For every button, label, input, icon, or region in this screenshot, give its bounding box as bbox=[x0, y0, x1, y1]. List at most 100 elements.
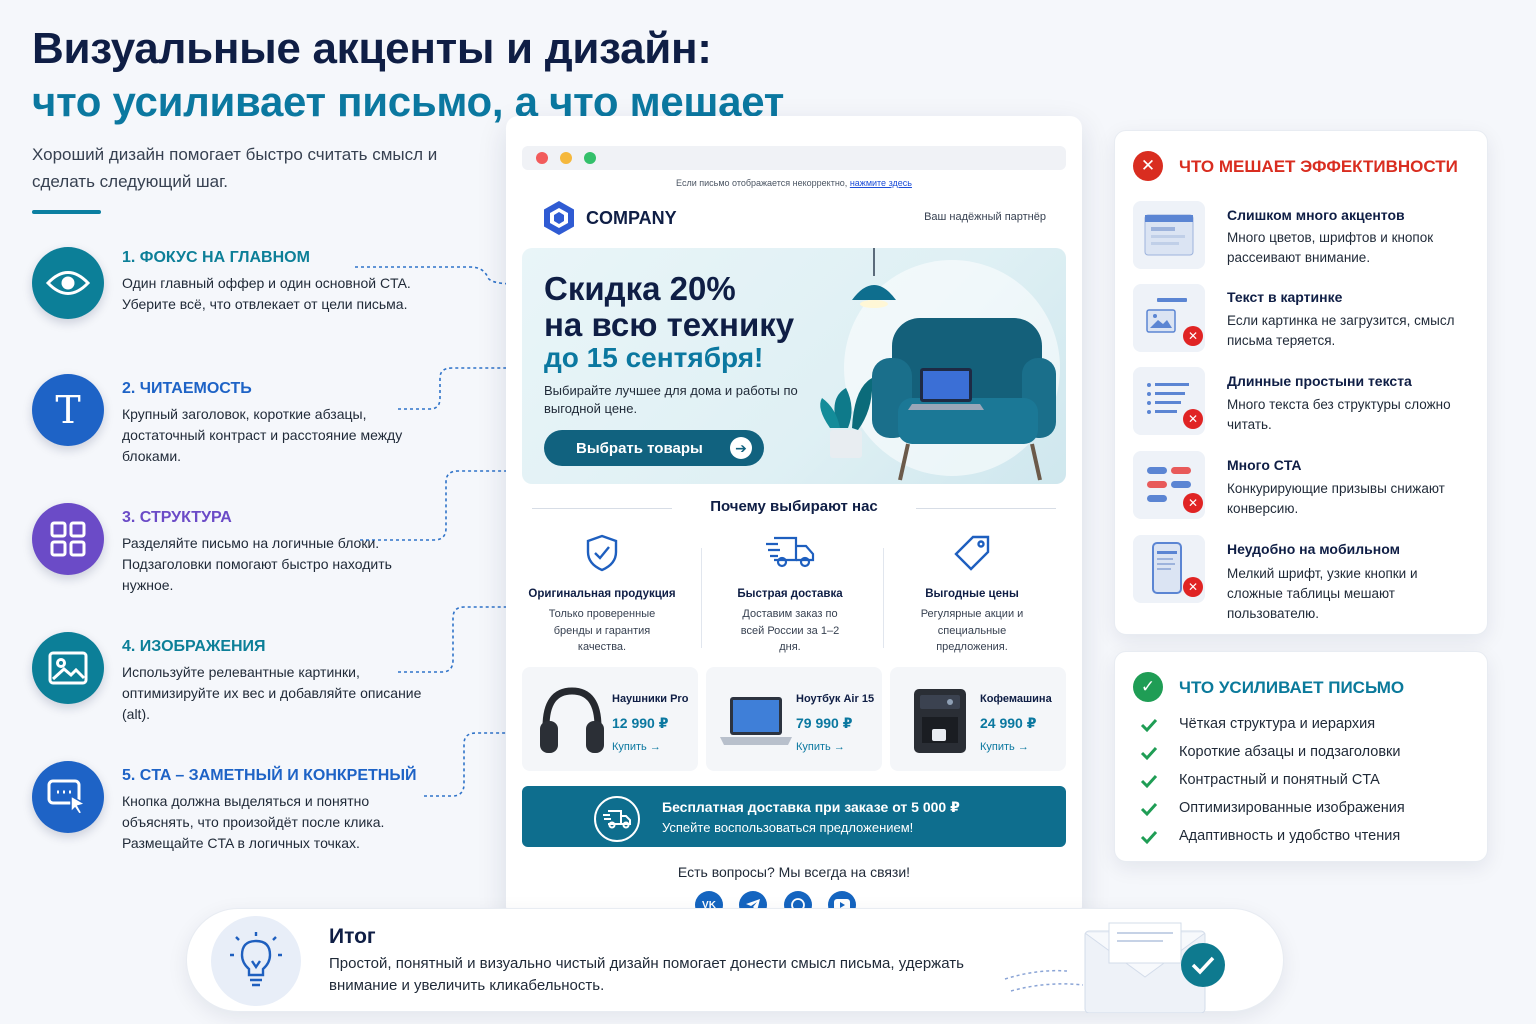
long-text-icon: ✕ bbox=[1133, 367, 1207, 435]
page-title: Визуальные акценты и дизайн: bbox=[32, 24, 712, 73]
armchair-illustration-icon bbox=[820, 248, 1060, 481]
free-shipping-banner: Бесплатная доставка при заказе от 5 000 … bbox=[522, 786, 1066, 847]
bad-heading: ЧТО МЕШАЕТ ЭФФЕКТИВНОСТИ bbox=[1179, 157, 1458, 176]
tip-text: Разделяйте письмо на логичные блоки. Под… bbox=[122, 535, 392, 593]
product-card-coffee[interactable]: Кофемашина 24 990 ₽ Купить → bbox=[890, 667, 1066, 771]
text-in-image-icon: ✕ bbox=[1133, 284, 1207, 352]
hero-cta-button[interactable]: Выбрать товары ➔ bbox=[544, 430, 764, 466]
contact-text: Есть вопросы? Мы всегда на связи! bbox=[677, 864, 911, 880]
error-badge-icon: ✕ bbox=[1183, 409, 1203, 429]
feature-prices: Выгодные цены Регулярные акции и специал… bbox=[882, 534, 1062, 656]
tip-text: Крупный заголовок, короткие абзацы, дост… bbox=[122, 406, 403, 464]
email-preheader: Если письмо отображается некорректно, на… bbox=[506, 178, 1082, 188]
product-name: Кофемашина bbox=[980, 693, 1052, 705]
many-cta-icon: ✕ bbox=[1133, 451, 1207, 519]
bad-practices-card: ✕ ЧТО МЕШАЕТ ЭФФЕКТИВНОСТИ Слишком много… bbox=[1114, 130, 1488, 635]
window-maximize-dot[interactable] bbox=[584, 152, 596, 164]
lightbulb-icon bbox=[211, 916, 301, 1006]
preheader-link[interactable]: нажмите здесь bbox=[849, 178, 912, 188]
tip-images: 4. ИЗОБРАЖЕНИЯ Используйте релевантные к… bbox=[32, 632, 432, 736]
tip-heading: 5. CTA – ЗАМЕТНЫЙ И КОНКРЕТНЫЙ bbox=[122, 767, 417, 784]
price-tag-icon bbox=[954, 535, 990, 571]
tip-text: Кнопка должна выделяться и понятно объяс… bbox=[122, 793, 385, 851]
product-buy-link[interactable]: Купить → bbox=[980, 741, 1029, 753]
check-icon bbox=[1140, 718, 1158, 733]
headphones-icon bbox=[540, 687, 604, 753]
feature-original: Оригинальная продукция Только проверенны… bbox=[512, 534, 692, 656]
feature-title: Оригинальная продукция bbox=[528, 588, 676, 600]
summary-text: Простой, понятный и визуально чистый диз… bbox=[329, 955, 964, 994]
product-price: 12 990 ₽ bbox=[612, 715, 669, 731]
error-x-icon: ✕ bbox=[1133, 151, 1163, 181]
product-card-headphones[interactable]: Наушники Pro 12 990 ₽ Купить → bbox=[522, 667, 698, 771]
preheader-text: Если письмо отображается некорректно, bbox=[676, 178, 848, 188]
product-price: 24 990 ₽ bbox=[980, 715, 1037, 731]
bad-item-text: Конкурирующие призывы снижают конверсию. bbox=[1227, 481, 1445, 516]
product-price: 79 990 ₽ bbox=[796, 715, 853, 731]
error-badge-icon: ✕ bbox=[1183, 493, 1203, 513]
email-mockup: Если письмо отображается некорректно, на… bbox=[506, 116, 1082, 919]
bad-item-text: Много текста без структуры сложно читать… bbox=[1227, 397, 1451, 432]
feature-delivery: Быстрая доставка Доставим заказ по всей … bbox=[700, 534, 880, 656]
image-icon bbox=[32, 632, 104, 704]
good-practices-card: ✓ ЧТО УСИЛИВАЕТ ПИСЬМО Чёткая структура … bbox=[1114, 651, 1488, 862]
check-icon bbox=[1140, 746, 1158, 761]
eye-icon bbox=[32, 247, 104, 319]
window-close-dot[interactable] bbox=[536, 152, 548, 164]
tip-readability: T 2. ЧИТАЕМОСТЬ Крупный заголовок, корот… bbox=[32, 374, 432, 478]
company-logo-icon bbox=[544, 201, 574, 235]
truck-icon bbox=[766, 536, 815, 568]
feature-separator bbox=[701, 548, 702, 648]
feature-text: Только проверенные бренды и гарантия кач… bbox=[548, 608, 656, 653]
grid-icon bbox=[32, 503, 104, 575]
envelope-check-icon bbox=[1004, 922, 1225, 1013]
intro-text: Хороший дизайн помогает быстро считать с… bbox=[32, 145, 438, 191]
svg-text:T: T bbox=[55, 391, 80, 429]
tip-focus: 1. ФОКУС НА ГЛАВНОМ Один главный оффер и… bbox=[32, 247, 432, 351]
arrow-right-icon: ➔ bbox=[730, 437, 752, 459]
check-icon bbox=[1140, 774, 1158, 789]
bad-item-text: Мелкий шрифт, узкие кнопки и сложные таб… bbox=[1227, 566, 1418, 621]
tip-cta: 5. CTA – ЗАМЕТНЫЙ И КОНКРЕТНЫЙ Кнопка до… bbox=[32, 761, 432, 865]
mobile-unfriendly-icon: ✕ bbox=[1133, 535, 1207, 603]
bad-item-text: Много цветов, шрифтов и кнопок рассеиваю… bbox=[1227, 230, 1434, 265]
coffee-machine-icon bbox=[914, 689, 966, 753]
hero-banner: Скидка 20% на всю технику до 15 сентября… bbox=[522, 248, 1066, 484]
error-badge-icon: ✕ bbox=[1183, 577, 1203, 597]
product-buy-link[interactable]: Купить → bbox=[796, 741, 845, 753]
product-card-laptop[interactable]: Ноутбук Air 15 79 990 ₽ Купить → bbox=[706, 667, 882, 771]
intro-divider bbox=[32, 210, 101, 214]
shield-check-icon bbox=[586, 534, 618, 572]
bad-item-title: Много CTA bbox=[1227, 457, 1302, 473]
hero-cta-label: Выбрать товары bbox=[576, 439, 703, 457]
shipping-subtitle: Успейте воспользоваться предложением! bbox=[662, 820, 914, 835]
feature-text: Доставим заказ по всей России за 1–2 дня… bbox=[740, 608, 840, 653]
tip-structure: 3. СТРУКТУРА Разделяйте письмо на логичн… bbox=[32, 503, 432, 607]
why-us-title: Почему выбирают нас bbox=[710, 498, 878, 515]
window-minimize-dot[interactable] bbox=[560, 152, 572, 164]
laptop-icon bbox=[720, 697, 792, 745]
section-divider-left bbox=[532, 508, 672, 509]
cursor-click-icon bbox=[32, 761, 104, 833]
tip-heading: 3. СТРУКТУРА bbox=[122, 509, 232, 526]
summary-heading: Итог bbox=[329, 925, 376, 948]
tip-text: Один главный оффер и один основной CTA. … bbox=[122, 275, 411, 312]
product-buy-link[interactable]: Купить → bbox=[612, 741, 661, 753]
error-badge-icon: ✕ bbox=[1183, 326, 1203, 346]
tip-heading: 4. ИЗОБРАЖЕНИЯ bbox=[122, 638, 266, 655]
check-icon bbox=[1140, 830, 1158, 845]
tip-heading: 2. ЧИТАЕМОСТЬ bbox=[122, 380, 252, 397]
bad-item-title: Длинные простыни текста bbox=[1227, 373, 1412, 389]
feature-title: Выгодные цены bbox=[925, 588, 1019, 600]
company-name: COMPANY bbox=[586, 208, 677, 228]
check-icon bbox=[1140, 802, 1158, 817]
success-check-icon: ✓ bbox=[1133, 672, 1163, 702]
shipping-title: Бесплатная доставка при заказе от 5 000 … bbox=[662, 799, 960, 815]
text-t-icon: T bbox=[32, 374, 104, 446]
summary-banner: Итог Простой, понятный и визуально чисты… bbox=[186, 908, 1284, 1013]
company-tagline: Ваш надёжный партнёр bbox=[924, 211, 1046, 223]
hero-title-line2: на всю технику bbox=[544, 306, 795, 343]
feature-text: Регулярные акции и специальные предложен… bbox=[920, 608, 1024, 653]
hero-title-line3: до 15 сентября! bbox=[544, 342, 764, 373]
feature-separator bbox=[883, 548, 884, 648]
